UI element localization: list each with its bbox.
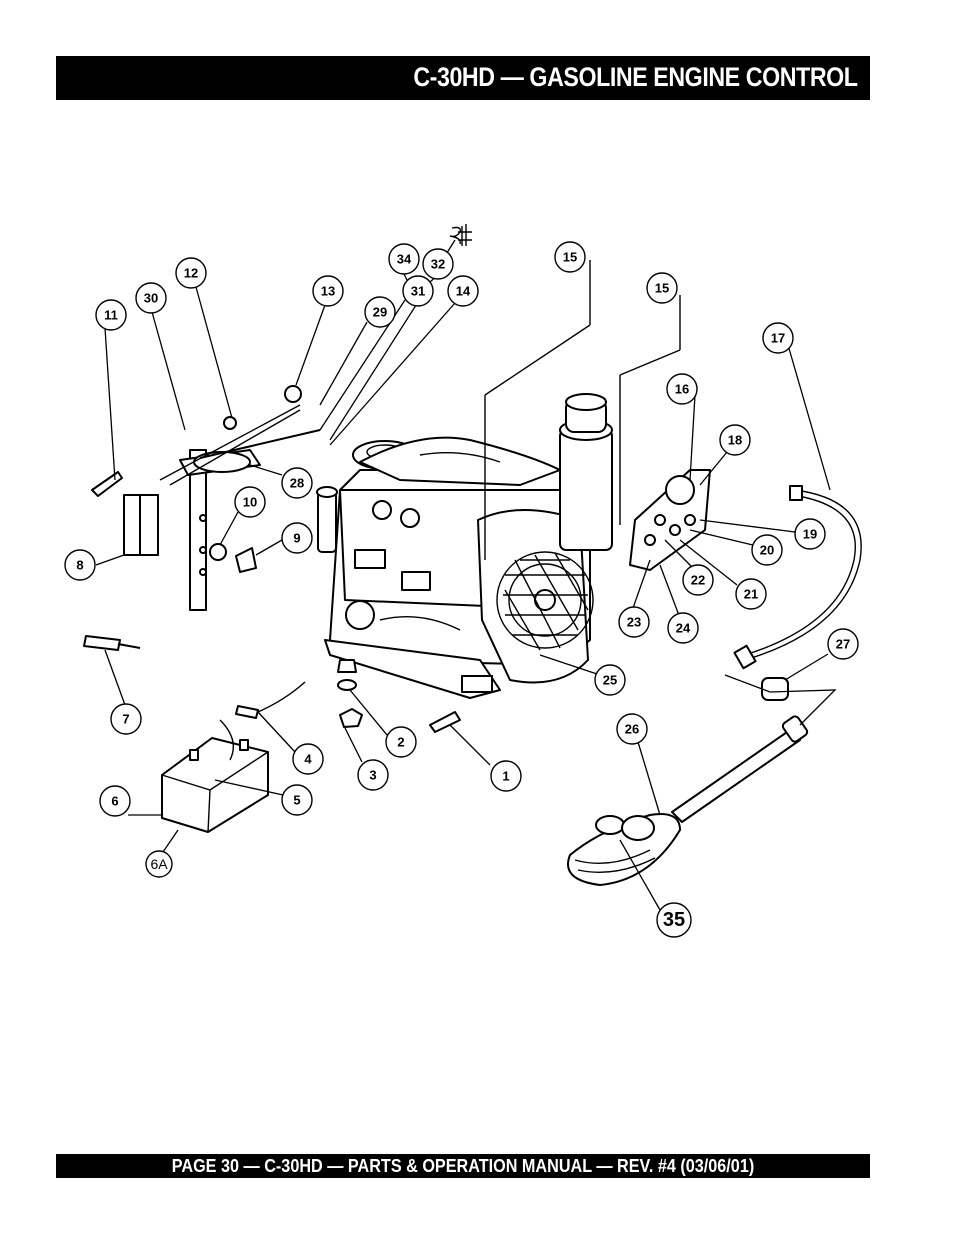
callout-label: 4 <box>304 752 312 767</box>
callout-20: 20 <box>751 534 783 566</box>
callout-23: 23 <box>618 606 650 638</box>
callout-3: 3 <box>357 759 389 791</box>
callout-label: 23 <box>627 615 641 630</box>
callout-label: 34 <box>397 252 412 267</box>
callout-label: 5 <box>293 793 300 808</box>
callout-25: 25 <box>594 664 626 696</box>
callout-label: 15 <box>563 250 577 265</box>
callout-11: 11 <box>95 299 127 331</box>
callout-2: 2 <box>385 726 417 758</box>
footer-text: PAGE 30 — C-30HD — PARTS & OPERATION MAN… <box>171 1156 755 1176</box>
callout-label: 11 <box>104 308 118 323</box>
callout-5: 5 <box>281 784 313 816</box>
callout-28: 28 <box>281 467 313 499</box>
callout-label: 20 <box>760 543 774 558</box>
callout-24: 24 <box>667 612 699 644</box>
callout-label: 8 <box>76 558 83 573</box>
callout-label: 22 <box>691 573 705 588</box>
callout-8: 8 <box>64 549 96 581</box>
callout-18: 18 <box>719 424 751 456</box>
page-title: C-30HD — GASOLINE ENGINE CONTROL <box>413 62 859 92</box>
callout-label: 28 <box>290 476 304 491</box>
callout-label: 3 <box>369 768 376 783</box>
callout-label: 31 <box>411 284 425 299</box>
page-header: C-30HD — GASOLINE ENGINE CONTROL <box>56 56 870 100</box>
callout-16: 16 <box>666 373 698 405</box>
callout-label: 7 <box>122 712 129 727</box>
battery <box>161 681 306 833</box>
callout-label: 10 <box>243 495 257 510</box>
callout-7: 7 <box>110 703 142 735</box>
callout-label: 1 <box>502 769 509 784</box>
callout-label: 17 <box>771 331 785 346</box>
callout-35: 35 <box>656 902 692 938</box>
handwritten-mark <box>449 224 472 246</box>
callout-15a: 15 <box>554 241 586 273</box>
bracket-assembly <box>83 385 321 651</box>
callout-32: 32 <box>422 248 454 280</box>
callout-14: 14 <box>447 275 479 307</box>
callout-6a: 6A <box>145 850 173 878</box>
callout-10: 10 <box>234 486 266 518</box>
mount-hardware <box>337 659 461 733</box>
callout-label: 35 <box>663 909 685 931</box>
callout-label: 15 <box>655 281 669 296</box>
callout-label: 19 <box>803 527 817 542</box>
callout-label: 30 <box>144 291 158 306</box>
callout-9: 9 <box>281 522 313 554</box>
callout-label: 6A <box>150 856 168 872</box>
callout-label: 2 <box>397 735 404 750</box>
callout-label: 13 <box>321 284 335 299</box>
callout-label: 26 <box>625 722 639 737</box>
callout-4: 4 <box>292 743 324 775</box>
callout-21: 21 <box>735 578 767 610</box>
callout-22: 22 <box>682 564 714 596</box>
callout-label: 14 <box>456 284 471 299</box>
remote-throttle <box>567 485 862 886</box>
callout-27: 27 <box>827 628 859 660</box>
callout-15b: 15 <box>646 272 678 304</box>
callout-label: 24 <box>676 621 691 636</box>
page-footer: PAGE 30 — C-30HD — PARTS & OPERATION MAN… <box>56 1154 870 1178</box>
callout-19: 19 <box>794 518 826 550</box>
engine-illustration <box>316 393 613 699</box>
callout-label: 9 <box>293 531 300 546</box>
callout-1: 1 <box>490 760 522 792</box>
callout-31: 31 <box>402 275 434 307</box>
callout-label: 32 <box>431 257 445 272</box>
callout-13: 13 <box>312 275 344 307</box>
callout-label: 16 <box>675 382 689 397</box>
callout-26: 26 <box>616 713 648 745</box>
callout-label: 25 <box>603 673 617 688</box>
callout-6: 6 <box>99 785 131 817</box>
callout-29: 29 <box>364 296 396 328</box>
callout-17: 17 <box>762 322 794 354</box>
callout-label: 29 <box>373 305 387 320</box>
callout-label: 27 <box>836 637 850 652</box>
callout-label: 6 <box>111 794 118 809</box>
callout-label: 21 <box>744 587 758 602</box>
callout-label: 18 <box>728 433 742 448</box>
callout-label: 12 <box>184 266 198 281</box>
callout-34: 34 <box>388 243 420 275</box>
callout-30: 30 <box>135 282 167 314</box>
callout-12: 12 <box>175 257 207 289</box>
